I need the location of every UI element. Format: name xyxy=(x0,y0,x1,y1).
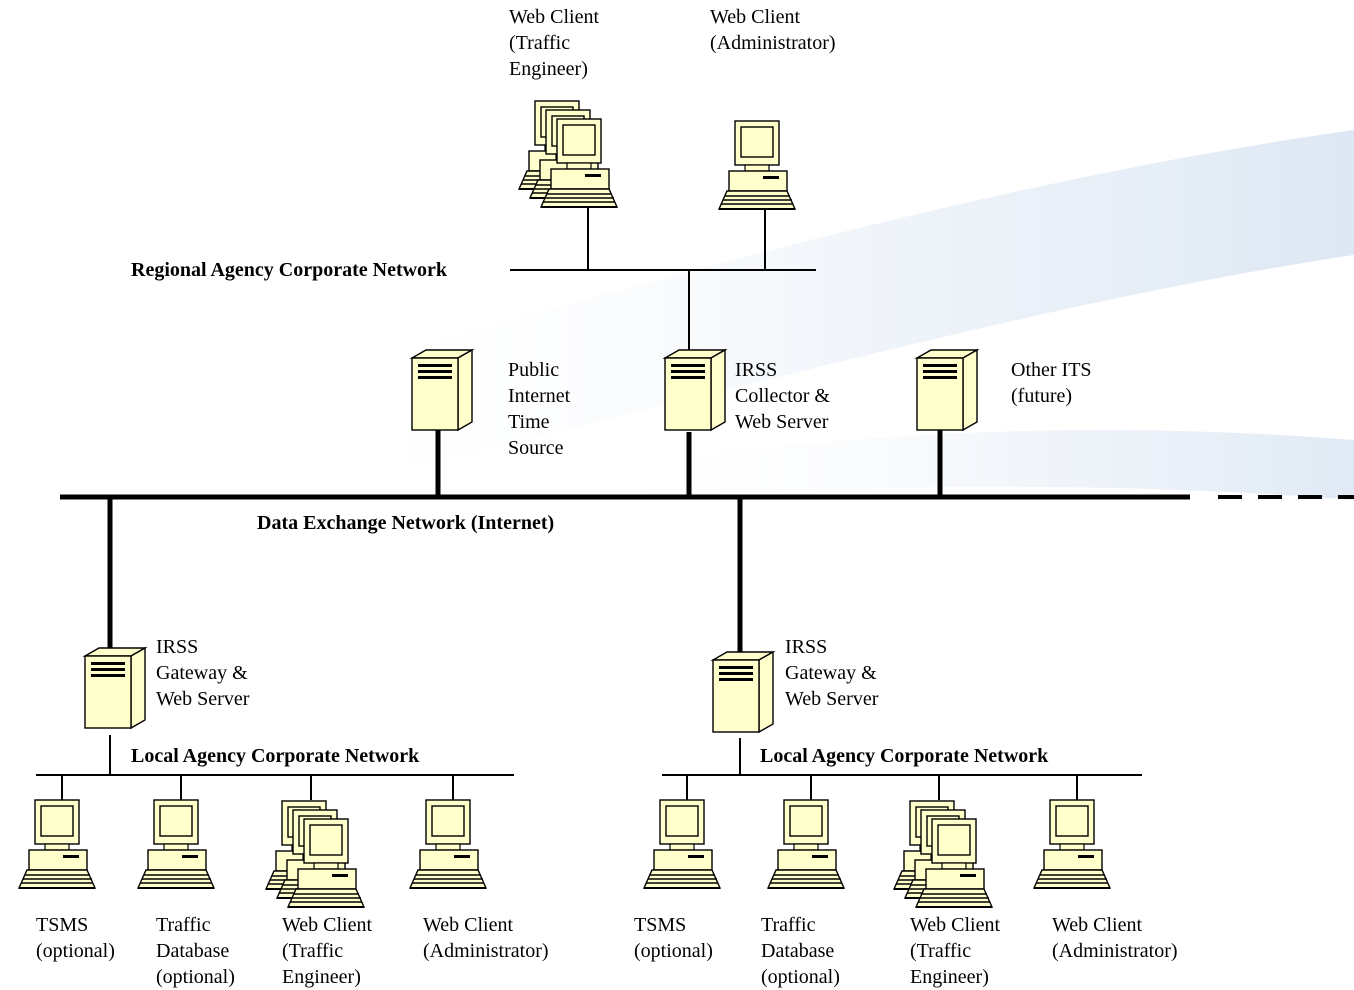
server-time-source xyxy=(411,349,473,431)
local-network-2-label: Local Agency Corporate Network xyxy=(760,745,1049,767)
regional-client-traffic-engineer-label: Web Client (Traffic Engineer) xyxy=(509,6,600,80)
irss-collector-label: IRSS Collector & Web Server xyxy=(735,359,830,433)
local-network-bus-2 xyxy=(662,738,1142,800)
local1-client-stack xyxy=(265,800,365,908)
local2-admin-pc xyxy=(1033,799,1111,889)
regional-network-label: Regional Agency Corporate Network xyxy=(131,259,448,281)
local1-tsms-label: TSMS (optional) xyxy=(36,914,115,962)
local1-database-pc xyxy=(137,799,215,889)
local2-database-label: Traffic Database (optional) xyxy=(761,914,840,988)
regional-client-admin xyxy=(718,120,796,210)
local1-admin-label: Web Client (Administrator) xyxy=(423,914,549,962)
other-its-label: Other ITS (future) xyxy=(1011,359,1092,407)
local1-client-label: Web Client (Traffic Engineer) xyxy=(282,914,373,988)
regional-client-stack xyxy=(518,100,618,208)
local2-database-pc xyxy=(767,799,845,889)
local-network-1-label: Local Agency Corporate Network xyxy=(131,745,420,767)
data-exchange-network-label: Data Exchange Network (Internet) xyxy=(257,512,555,534)
server-irss-collector xyxy=(664,349,726,431)
server-other-its xyxy=(916,349,978,431)
local1-admin-pc xyxy=(409,799,487,889)
regional-client-admin-label: Web Client (Administrator) xyxy=(710,6,836,54)
background-swoosh xyxy=(300,130,1354,500)
local2-client-stack xyxy=(893,800,993,908)
data-exchange-bus xyxy=(60,430,1354,652)
gateway-2-label: IRSS Gateway & Web Server xyxy=(785,636,879,710)
local-network-bus-1 xyxy=(36,735,514,800)
gateway-server-2 xyxy=(712,651,774,733)
local2-tsms-label: TSMS (optional) xyxy=(634,914,713,962)
gateway-server-1 xyxy=(84,647,146,729)
local2-admin-label: Web Client (Administrator) xyxy=(1052,914,1178,962)
local2-tsms-pc xyxy=(643,799,721,889)
local2-client-label: Web Client (Traffic Engineer) xyxy=(910,914,1001,988)
time-source-label: Public Internet Time Source xyxy=(508,359,571,459)
gateway-1-label: IRSS Gateway & Web Server xyxy=(156,636,250,710)
local1-tsms-pc xyxy=(18,799,96,889)
local1-database-label: Traffic Database (optional) xyxy=(156,914,235,988)
